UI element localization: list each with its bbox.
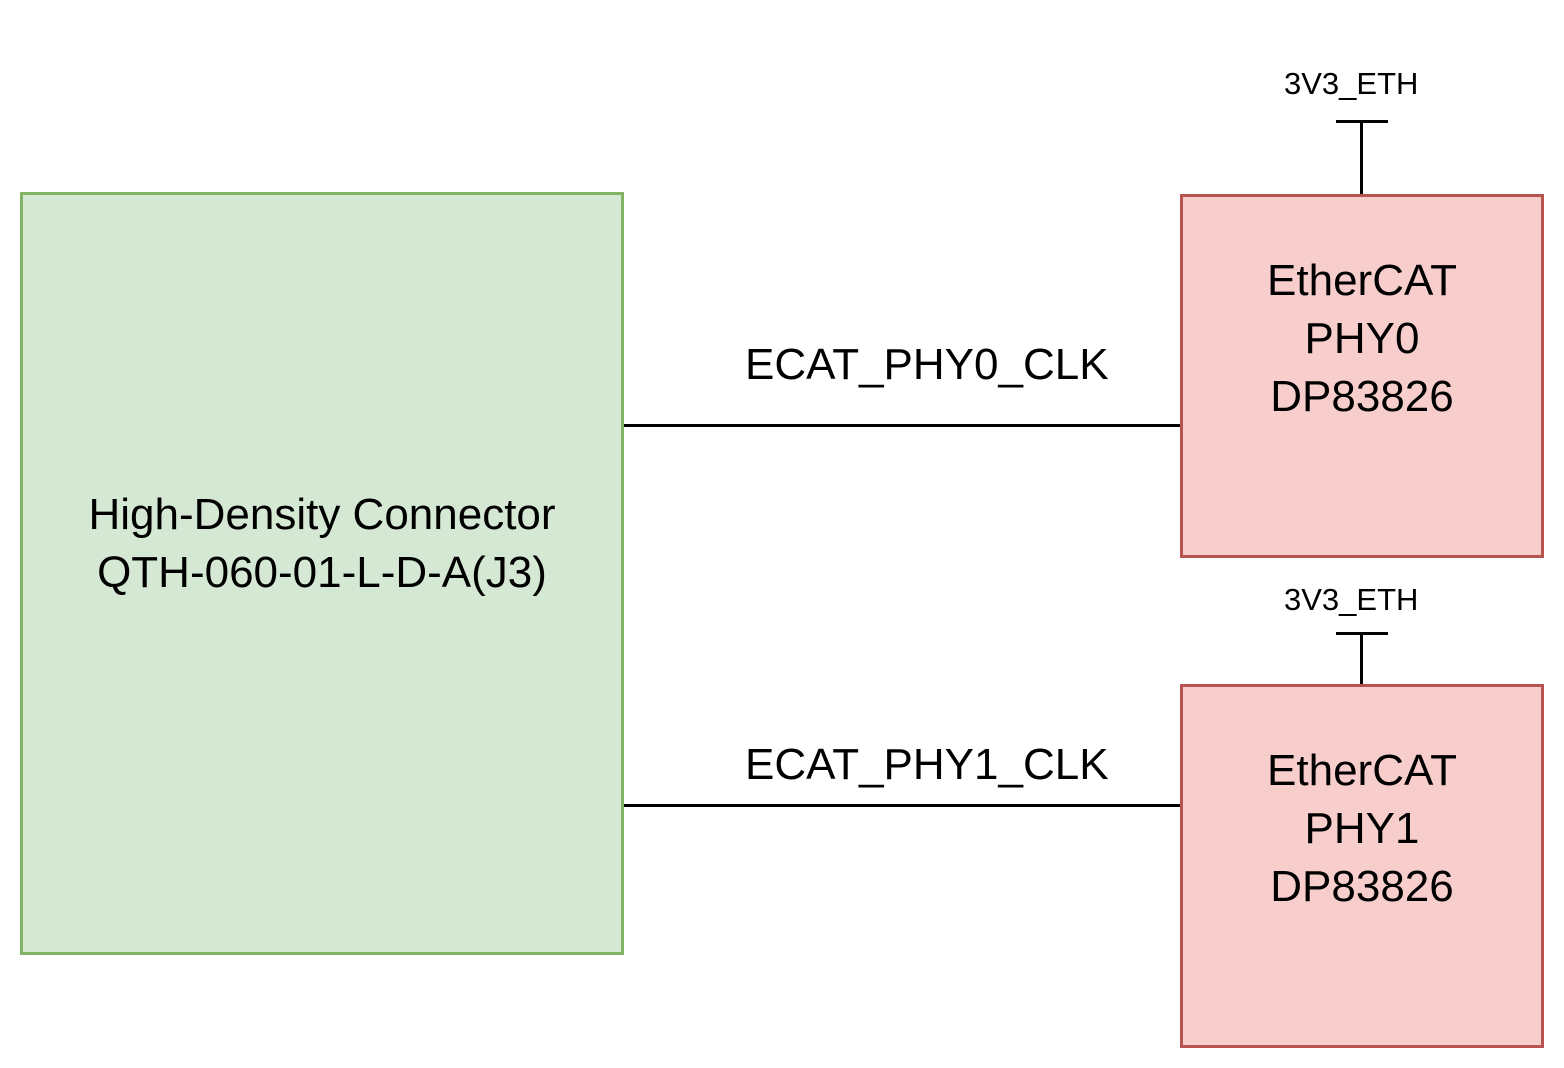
- wire-ecat-phy1-clk: [624, 804, 1180, 807]
- power-label-phy1: 3V3_ETH: [1284, 582, 1419, 617]
- phy0-part-number: DP83826: [1270, 372, 1454, 421]
- phy0-name: PHY0: [1304, 314, 1420, 363]
- ethercat-phy0-block[interactable]: EtherCAT PHY0 DP83826: [1180, 194, 1544, 558]
- connector-part-number: QTH-060-01-L-D-A(J3): [97, 547, 547, 597]
- power-bar-phy0: [1336, 120, 1388, 123]
- phy0-label: EtherCAT PHY0 DP83826: [1267, 252, 1457, 426]
- power-stem-phy1: [1360, 634, 1363, 684]
- phy1-part-number: DP83826: [1270, 862, 1454, 911]
- connector-label: High-Density Connector QTH-060-01-L-D-A(…: [88, 486, 555, 602]
- phy1-title: EtherCAT: [1267, 746, 1457, 795]
- net-label-ecat-phy1-clk: ECAT_PHY1_CLK: [745, 740, 1109, 789]
- phy1-label: EtherCAT PHY1 DP83826: [1267, 742, 1457, 916]
- ethercat-phy1-block[interactable]: EtherCAT PHY1 DP83826: [1180, 684, 1544, 1048]
- net-label-ecat-phy0-clk: ECAT_PHY0_CLK: [745, 340, 1109, 389]
- wire-ecat-phy0-clk: [624, 424, 1180, 427]
- connector-name: High-Density Connector: [88, 489, 556, 539]
- power-stem-phy0: [1360, 122, 1363, 194]
- high-density-connector-block[interactable]: High-Density Connector QTH-060-01-L-D-A(…: [20, 192, 624, 955]
- power-label-phy0: 3V3_ETH: [1284, 66, 1419, 101]
- phy1-name: PHY1: [1304, 804, 1420, 853]
- phy0-title: EtherCAT: [1267, 256, 1457, 305]
- power-bar-phy1: [1336, 632, 1388, 635]
